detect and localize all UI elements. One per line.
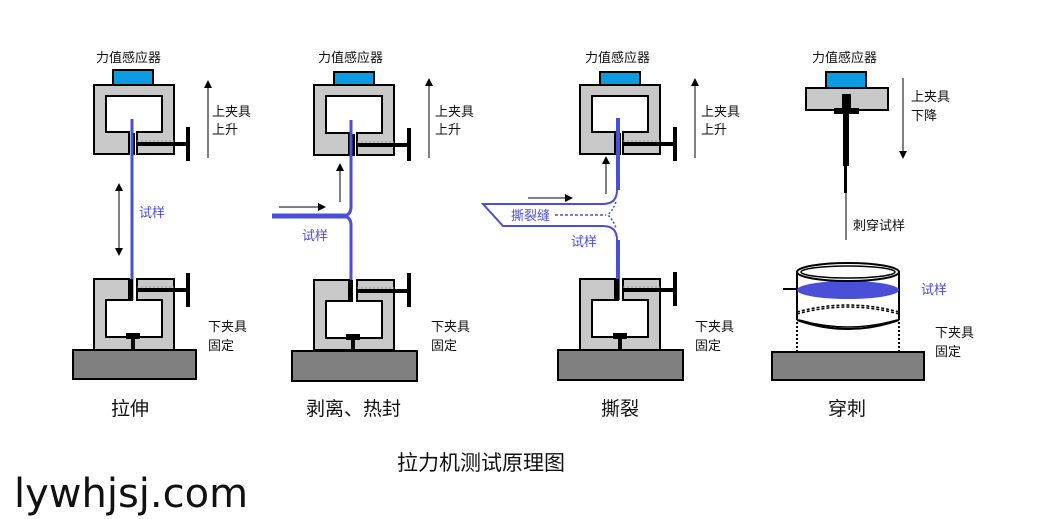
panel-peel: 力值感应器 上夹具 上升 试样 下夹具 固定 剥离、热封 xyxy=(272,50,474,420)
lower-clamp-label: 下夹具 xyxy=(695,320,734,335)
lower-clamp-label: 下夹具 xyxy=(208,320,247,335)
sensor-label: 力值感应器 xyxy=(318,50,383,66)
specimen-label: 试样 xyxy=(571,235,597,250)
upper-clamp-label: 上升 xyxy=(701,123,727,138)
watermark: lywhjsj.com xyxy=(14,471,249,517)
upper-clamp-label: 上夹具 xyxy=(212,105,251,120)
lower-clamp-label: 固定 xyxy=(208,339,234,354)
base-plate xyxy=(771,351,925,381)
upper-clamp xyxy=(579,84,661,155)
specimen-label: 试样 xyxy=(139,206,165,221)
base-plate xyxy=(72,349,197,380)
panel-caption: 拉伸 xyxy=(111,398,149,420)
panel-tensile: 力值感应器 上夹具 上升 试样 下夹具 固定 拉伸 xyxy=(72,50,251,420)
panel-caption: 剥离、热封 xyxy=(306,398,401,420)
upper-clamp-label: 上夹具 xyxy=(911,90,950,105)
specimen-film xyxy=(797,281,899,299)
base-plate xyxy=(291,350,418,382)
panel-puncture: 力值感应器 上夹具 下降 刺穿试样 试样 下夹具 固定 穿刺 xyxy=(771,50,974,420)
specimen-label: 试样 xyxy=(921,283,947,298)
upper-clamp-label: 上升 xyxy=(435,123,461,138)
tear-label: 撕裂缝 xyxy=(511,209,550,224)
specimen-label: 试样 xyxy=(302,229,328,244)
upper-clamp xyxy=(313,84,395,156)
ring-clamp xyxy=(796,262,900,282)
upper-clamp-label: 下降 xyxy=(911,109,937,124)
specimen-strip xyxy=(480,118,618,300)
diagram-title: 拉力机测试原理图 xyxy=(397,451,565,475)
upper-clamp-label: 上夹具 xyxy=(701,105,740,120)
probe-label: 刺穿试样 xyxy=(853,218,905,234)
upper-clamp xyxy=(93,84,175,155)
lower-clamp-label: 固定 xyxy=(431,339,457,354)
lower-clamp-label: 下夹具 xyxy=(431,320,470,335)
panel-caption: 撕裂 xyxy=(601,398,639,420)
sensor-label: 力值感应器 xyxy=(585,50,650,66)
base-plate xyxy=(557,349,684,381)
lower-clamp-label: 固定 xyxy=(695,339,721,354)
panel-caption: 穿刺 xyxy=(828,398,866,420)
lower-clamp-label: 下夹具 xyxy=(935,326,974,341)
sensor-label: 力值感应器 xyxy=(96,50,161,66)
upper-clamp-label: 上夹具 xyxy=(435,105,474,120)
sensor-label: 力值感应器 xyxy=(812,50,877,66)
upper-clamp-label: 上升 xyxy=(212,123,238,138)
puncture-probe xyxy=(843,112,849,166)
panel-tear: 力值感应器 上夹具 上升 撕裂缝 试样 下夹具 固定 撕裂 xyxy=(480,50,740,420)
lower-clamp-label: 固定 xyxy=(935,345,961,360)
